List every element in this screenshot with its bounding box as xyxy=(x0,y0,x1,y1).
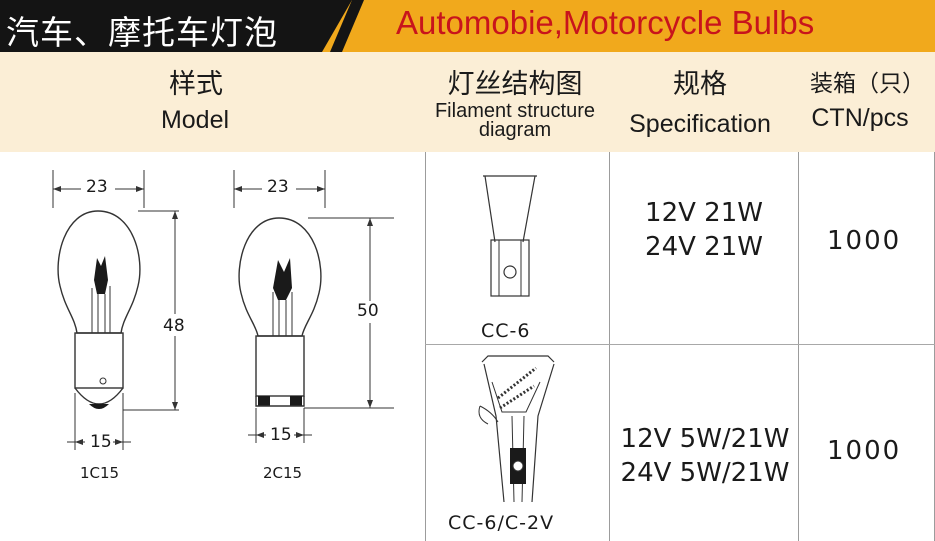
bulb-2-height-label: 50 xyxy=(357,301,379,321)
spec-row-2-line-1: 12V 5W/21W xyxy=(620,424,790,454)
spec-row-1-line-1: 12V 21W xyxy=(645,198,763,228)
filament-cc6-drawing xyxy=(483,175,537,297)
grid-line xyxy=(798,152,799,541)
bulb-2c15-drawing xyxy=(233,170,394,444)
banner-black-panel xyxy=(0,0,352,52)
header-filament-cn: 灯丝结构图 xyxy=(447,69,583,100)
spec-row-2-line-2: 24V 5W/21W xyxy=(620,458,790,488)
bulb-2-base-label: 15 xyxy=(270,425,292,445)
bulb-1-model-label: 1C15 xyxy=(80,464,120,482)
bulb-2-model-label: 2C15 xyxy=(263,464,303,482)
bulb-1-base-label: 15 xyxy=(90,432,112,452)
banner-title-en: Automobie,Motorcycle Bulbs xyxy=(396,4,815,41)
header-spec-en: Specification xyxy=(629,110,771,138)
header-ctn-en: CTN/pcs xyxy=(811,104,909,132)
grid-line xyxy=(609,152,610,541)
spec-row-1-line-2: 24V 21W xyxy=(645,232,763,262)
header-spec-cn: 规格 xyxy=(673,69,727,100)
filament-cc6-c2v-drawing xyxy=(478,355,555,503)
header-filament-en-1: Filament structure xyxy=(434,100,596,122)
banner-title-cn: 汽车、摩托车灯泡 xyxy=(6,13,278,52)
bulb-1c15-drawing xyxy=(52,170,187,451)
row-divider xyxy=(425,344,935,345)
bulb-1-width-label: 23 xyxy=(86,177,108,197)
grid-line xyxy=(425,152,426,541)
qty-row-2: 1000 xyxy=(827,436,902,466)
bulb-2-width-label: 23 xyxy=(267,177,289,197)
header-model-cn: 样式 xyxy=(169,69,223,100)
header-ctn-cn: 装箱（只） xyxy=(810,71,925,97)
header-model-en: Model xyxy=(160,106,230,134)
bulb-1-height-label: 48 xyxy=(163,316,185,336)
header-filament-en-2: diagram xyxy=(478,119,552,141)
filament-cc6-label: CC-6 xyxy=(481,320,531,342)
title-banner: 汽车、摩托车灯泡 Automobie,Motorcycle Bulbs xyxy=(0,0,935,52)
table-header: 样式 Model 灯丝结构图 Filament structure diagra… xyxy=(0,52,935,152)
qty-row-1: 1000 xyxy=(827,226,902,256)
filament-cc6-c2v-label: CC-6/C-2V xyxy=(448,512,555,534)
